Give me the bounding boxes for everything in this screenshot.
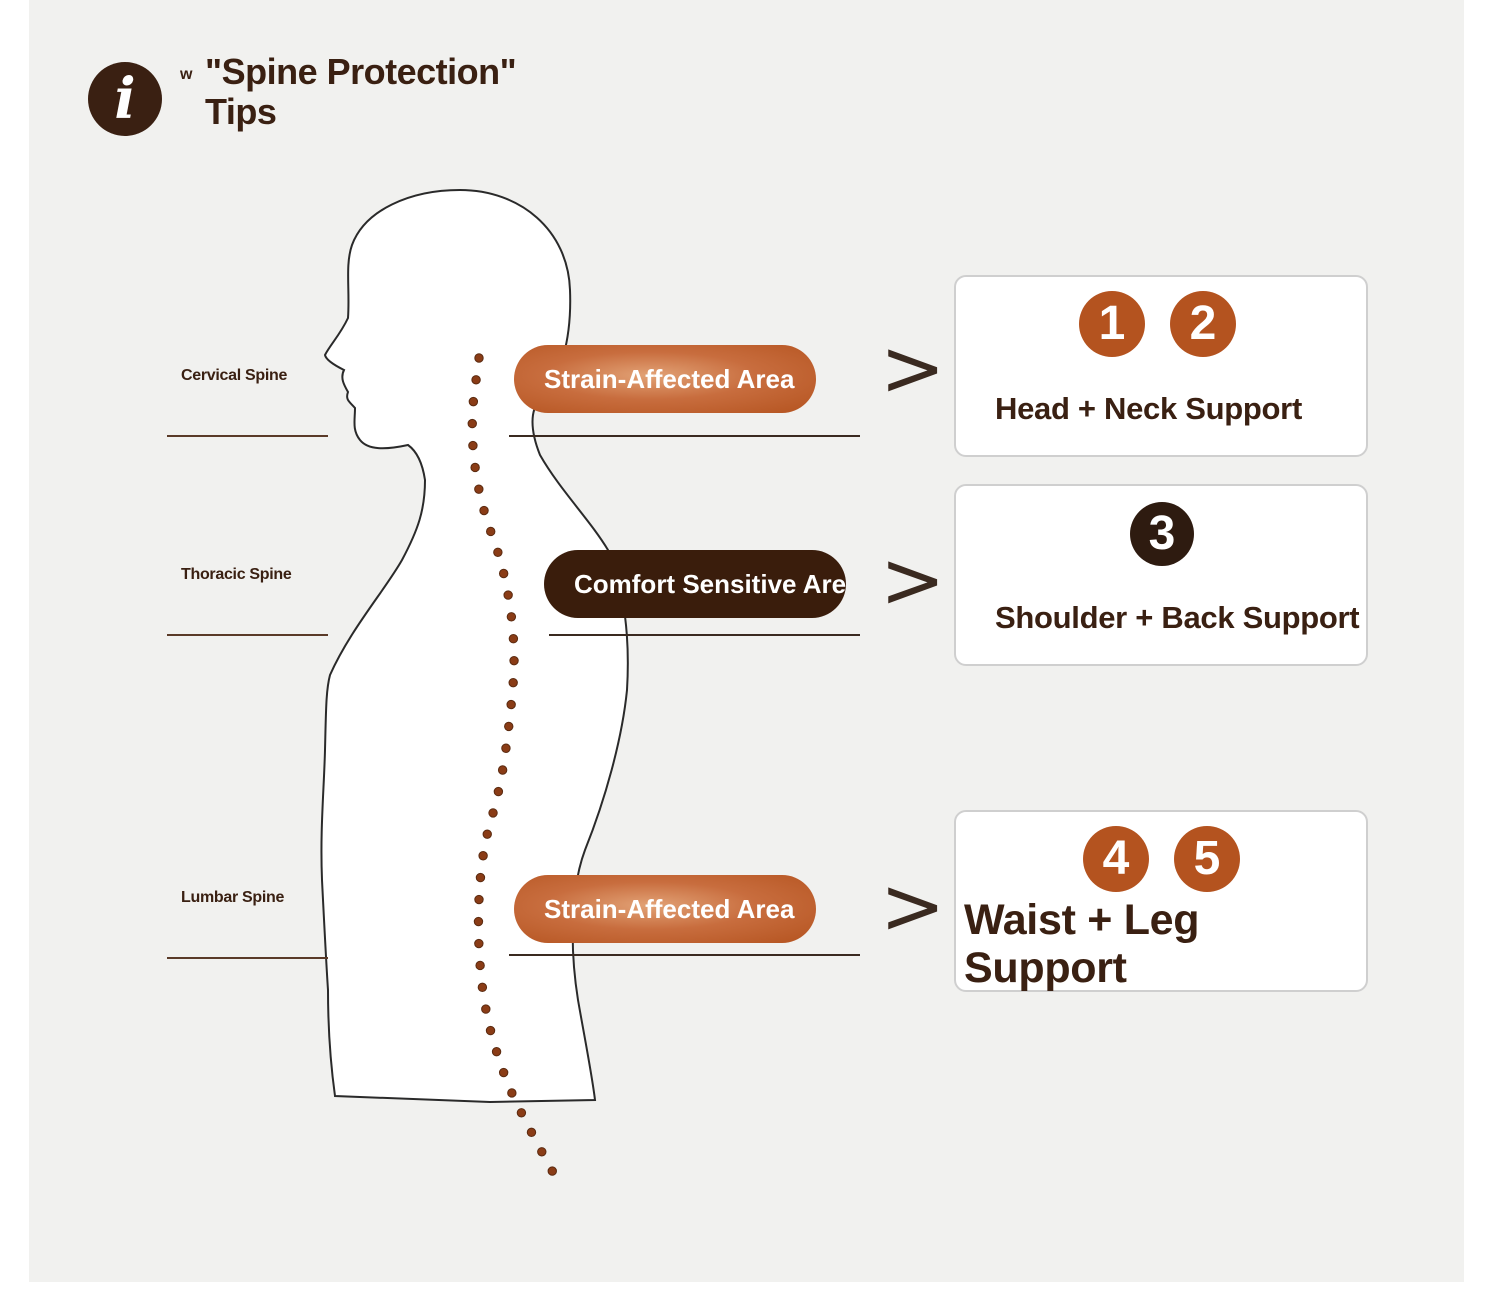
number-badge: 2 — [1170, 291, 1236, 357]
vertebra-dot — [474, 353, 484, 363]
vertebra-dot — [516, 1108, 527, 1118]
vertebra-dot — [481, 1004, 491, 1014]
vertebra-dot — [468, 396, 479, 407]
thoracic-spine-label: Thoracic Spine — [181, 566, 292, 583]
vertebra-dot — [485, 1025, 496, 1036]
vertebra-dot — [526, 1127, 537, 1138]
number-badge: 4 — [1083, 826, 1149, 892]
support-card-shoulder-back: 3 Shoulder + Back Support — [954, 484, 1368, 666]
vertebra-dot — [475, 960, 485, 971]
chevron-right-icon: > — [880, 324, 946, 414]
area-pill-strain-lower: Strain-Affected Area — [514, 875, 816, 943]
vertebra-dot — [493, 547, 503, 557]
vertebra-dot — [508, 633, 519, 644]
card-title-line-2: Support — [964, 944, 1127, 992]
thoracic-divider — [167, 634, 328, 636]
vertebra-dot — [477, 982, 488, 993]
vertebra-dot — [482, 829, 492, 839]
vertebra-dot — [509, 655, 519, 666]
info-icon: i — [88, 62, 162, 136]
lumbar-divider — [167, 957, 328, 959]
vertebra-dot — [504, 721, 514, 732]
vertebra-dot — [508, 677, 518, 688]
body-silhouette — [320, 188, 629, 1104]
vertebra-dot — [471, 375, 481, 385]
vertebra-dot — [501, 743, 511, 753]
vertebra-dot — [467, 418, 477, 429]
vertebra-dot — [506, 612, 517, 622]
vertebra-dot — [497, 765, 508, 775]
area-pill-comfort: Comfort Sensitive Area — [544, 550, 846, 618]
card-title: Waist + Leg Support — [964, 896, 1200, 992]
lower-connector-line — [509, 954, 860, 956]
vertebra-dot — [507, 1088, 517, 1098]
area-pill-strain-upper: Strain-Affected Area — [514, 345, 816, 413]
vertebra-dot — [474, 894, 484, 905]
vertebra-dot — [498, 568, 509, 579]
title-line-1: "Spine Protection" — [205, 51, 517, 92]
title-line-2: Tips — [205, 91, 277, 132]
spine-dots — [467, 353, 557, 1176]
number-badge: 3 — [1130, 502, 1194, 566]
vertebra-dot — [506, 699, 516, 710]
vertebra-dot — [475, 872, 486, 883]
support-card-head-neck: 1 2 Head + Neck Support — [954, 275, 1368, 457]
lumbar-spine-label: Lumbar Spine — [181, 889, 285, 906]
vertebra-dot — [498, 1067, 509, 1078]
title-mark: w — [180, 66, 193, 83]
page-title: "Spine Protection" Tips — [205, 52, 605, 132]
card-title: Head + Neck Support — [995, 391, 1302, 426]
vertebra-dot — [470, 462, 480, 473]
vertebra-dot — [493, 786, 504, 797]
vertebra-dot — [488, 808, 498, 818]
number-badge: 1 — [1079, 291, 1145, 357]
card-title: Shoulder + Back Support — [995, 600, 1360, 635]
cervical-spine-label: Cervical Spine — [181, 367, 288, 384]
support-card-waist-leg: 4 5 Waist + Leg Support — [954, 810, 1368, 992]
upper-connector-line — [509, 435, 860, 437]
vertebra-dot — [473, 916, 484, 927]
chevron-right-icon: > — [880, 536, 946, 626]
chevron-right-icon: > — [880, 862, 946, 952]
number-badge: 5 — [1174, 826, 1240, 892]
middle-connector-line — [549, 634, 860, 636]
vertebra-dot — [468, 440, 478, 451]
vertebra-dot — [474, 938, 484, 949]
vertebra-dot — [503, 590, 513, 600]
card-title-line-1: Waist + Leg — [964, 896, 1200, 944]
vertebra-dot — [474, 484, 484, 494]
vertebra-dot — [491, 1047, 502, 1057]
vertebra-dot — [547, 1166, 557, 1176]
vertebra-dot — [537, 1147, 547, 1157]
vertebra-dot — [486, 526, 496, 537]
vertebra-dot — [479, 505, 489, 516]
cervical-divider — [167, 435, 328, 437]
vertebra-dot — [478, 851, 488, 861]
